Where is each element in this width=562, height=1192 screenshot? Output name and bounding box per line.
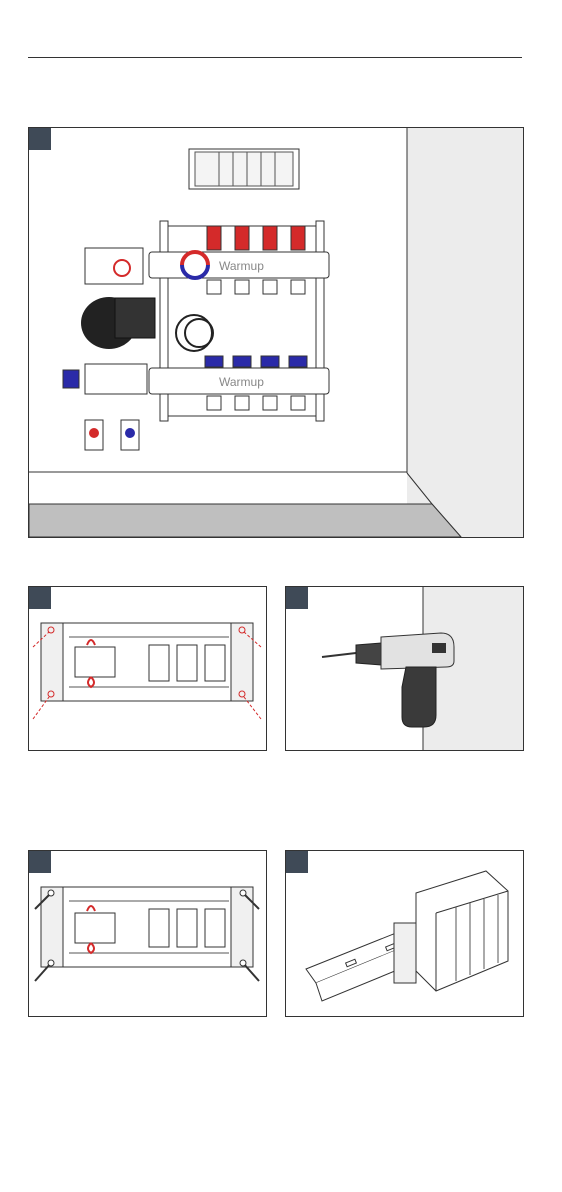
din-rail-scene — [286, 851, 523, 1016]
drill-icon — [322, 633, 454, 727]
manifold-icon: Warmup Warmup — [63, 221, 329, 450]
step-5-badge — [286, 851, 308, 873]
wall-corner — [407, 128, 523, 537]
floor — [29, 504, 461, 537]
step-2-badge — [29, 587, 51, 609]
wiring-centre-screwed — [29, 851, 266, 1016]
installation-scene: Warmup Warmup — [29, 128, 523, 537]
step-5-panel — [285, 850, 524, 1017]
step-1-badge — [29, 128, 51, 150]
step-4-badge — [29, 851, 51, 873]
header-rule — [28, 57, 522, 58]
step-3-badge — [286, 587, 308, 609]
step-3-panel — [285, 586, 524, 751]
step-2-panel — [28, 586, 267, 751]
wiring-centre-icon — [189, 149, 299, 189]
wiring-centre-drawing — [29, 587, 266, 750]
step-4-panel — [28, 850, 267, 1017]
drill-scene — [286, 587, 523, 750]
brand-logo-bottom: Warmup — [219, 375, 264, 389]
wiring-centre-icon — [394, 871, 508, 991]
step-1-panel: Warmup Warmup — [28, 127, 524, 538]
brand-logo-top: Warmup — [219, 259, 264, 273]
